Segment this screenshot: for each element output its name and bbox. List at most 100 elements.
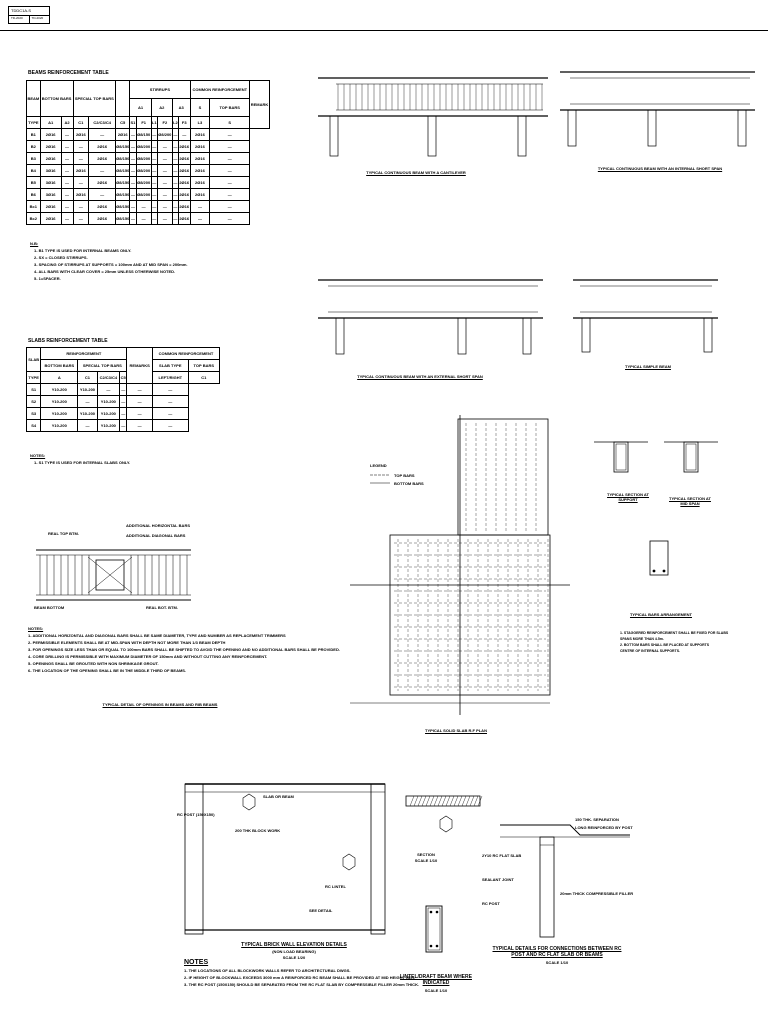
table-cell: B3 — [26, 152, 41, 165]
table-cell: — — [129, 212, 137, 225]
table-cell: 2Ø16 — [177, 176, 191, 189]
sub-header: LEFT/RIGHT — [151, 371, 189, 384]
table-cell: — — [135, 200, 152, 213]
openings-note-item: 5- OPENINGS SHALL BE GROUTED WITH NON SH… — [28, 661, 159, 666]
table-cell: — — [60, 140, 74, 153]
table-cell: B5 — [26, 176, 41, 189]
brick-wall-caption: TYPICAL BRICK WALL ELEVATION DETAILS — [241, 942, 347, 948]
drawing-line — [433, 795, 439, 807]
internal-short-beam-drawing — [560, 71, 755, 147]
table-cell: — — [209, 128, 251, 141]
slabs-notes: NOTES: 1- S1 TYPE IS USED FOR INTERNAL S… — [30, 452, 130, 466]
table-cell: Ø8/150 — [115, 152, 131, 165]
remarks-header: REMARKS — [126, 347, 153, 384]
reinforcement-header: REINFORCEMENT — [40, 347, 128, 360]
sub-header: C1 — [77, 371, 98, 384]
table-cell: Ø8/150 — [115, 164, 131, 177]
table-cell: — — [171, 212, 179, 225]
brick-label-slab: SLAB OR BEAM — [263, 794, 295, 799]
table-cell: — — [156, 200, 173, 213]
type-header: TYPE — [26, 116, 41, 129]
openings-note-item: 6- THE LOCATION OF THE OPENING SHALL BE … — [28, 668, 187, 673]
table-cell: — — [209, 200, 251, 213]
table-cell: — — [177, 128, 191, 141]
table-cell: — — [209, 140, 251, 153]
bars-note-item: CENTRE OF INTERNAL SUPPORTS. — [620, 649, 681, 653]
connection-label: 20mm THICK COMPRESSIBLE FILLER — [560, 891, 633, 896]
table-cell: 3Ø16 — [39, 176, 62, 189]
slab-special-header: SPECIAL TOP BARS — [77, 359, 128, 372]
common-reinforcement-header: COMMON REINFORCEMENT — [189, 80, 251, 99]
drawing-line — [449, 795, 455, 807]
bars-note-item: 2. BOTTOM BARS SHALL BE PLACED AT SUPPOR… — [620, 643, 710, 647]
simple-beam-drawing — [573, 279, 718, 353]
brick-notes-title: NOTES — [184, 959, 209, 966]
table-cell: Y10-200 — [96, 395, 121, 408]
openings-label: ADDITIONAL DIAGONAL BARS — [126, 533, 186, 538]
table-cell: Y10-200 — [40, 395, 79, 408]
brick-label-see-detail: SEE DETAIL — [309, 908, 333, 913]
table-cell: 2Ø16 — [39, 128, 62, 141]
sub-header: C5 — [118, 371, 128, 384]
brick-notes: NOTES 1- THE LOCATIONS OF ALL BLOCKWORK … — [184, 958, 484, 988]
table-cell: — — [189, 212, 211, 225]
section-caption: SECTION — [417, 852, 435, 857]
external-short-caption: TYPICAL CONTINUOUS BEAM WITH AN EXTERNAL… — [357, 374, 483, 379]
table-cell: — — [72, 140, 90, 153]
table-cell: Ø8/150 — [115, 140, 131, 153]
cantilever-beam-drawing — [318, 77, 548, 157]
table-cell: — — [118, 383, 128, 396]
title-block: TDDC1A-S TD-2020 TD-2020 — [8, 6, 50, 24]
brick-note-item: 1- THE LOCATIONS OF ALL BLOCKWORK WALLS … — [184, 968, 351, 973]
beams-note-item: 1- B1 TYPE IS USED FOR INTERNAL BEAMS ON… — [34, 248, 132, 253]
table-cell: — — [156, 176, 173, 189]
table-cell: 2Ø16 — [189, 152, 211, 165]
table-cell: 2Ø16 — [189, 140, 211, 153]
bars-note-item: 1. STAGGERED REINFORCEMENT SHALL BE FIXE… — [620, 631, 729, 635]
section-support-caption: TYPICAL SECTION AT SUPPORT — [607, 492, 649, 502]
sub-header: A — [40, 371, 79, 384]
cantilever-caption: TYPICAL CONTINUOUS BEAM WITH A CANTILEVE… — [366, 170, 466, 175]
drawing-line — [465, 795, 471, 807]
table-cell: — — [60, 128, 74, 141]
sub-header: F3 — [177, 116, 191, 129]
table-cell: — — [135, 212, 152, 225]
table-cell: 2Ø16 — [88, 212, 117, 225]
table-cell: 2Ø16 — [177, 164, 191, 177]
beams-notes: N.B: 1- B1 TYPE IS USED FOR INTERNAL BEA… — [30, 240, 270, 282]
table-cell: Y10-200 — [40, 383, 79, 396]
connection-label: SEALANT JOINT — [482, 877, 514, 882]
beams-note-item: 4- ALL BARS WITH CLEAR COVER = 25mm UNLE… — [34, 269, 176, 274]
table-cell: — — [60, 200, 74, 213]
table-cell: Y10-200 — [77, 407, 98, 420]
table-cell: Ø8/200 — [135, 164, 152, 177]
table-cell: — — [118, 395, 128, 408]
openings-note-item: 2- PERMISSIBLE ELEMENTS SHALL BE AT MID-… — [28, 640, 226, 645]
title-block-cell: TD-2020 — [9, 16, 30, 23]
sub-header: A2 — [60, 116, 74, 129]
connection-scale: SCALE 1/10 — [545, 960, 569, 965]
beams-table-title: BEAMS REINFORCEMENT TABLE — [28, 70, 109, 76]
table-cell: 2Ø16 — [72, 128, 90, 141]
table-cell: Y10-200 — [40, 407, 79, 420]
beams-table: BEAM BOTTOM BARS SPECIAL TOP BARS STIRRU… — [26, 80, 270, 225]
table-cell: — — [156, 140, 173, 153]
title-block-title: TDDC1A-S — [9, 7, 49, 16]
drawing-line — [409, 795, 415, 807]
bars-arrangement-caption: TYPICAL BARS ARRANGEMENT — [629, 612, 692, 617]
table-cell: — — [72, 152, 90, 165]
slabs-table: SLAB REINFORCEMENT REMARKS COMMON REINFO… — [25, 347, 221, 432]
special-top-bars-header: SPECIAL TOP BARS — [72, 80, 117, 117]
openings-note-item: 3- FOR OPENINGS SIZE LESS THAN OR EQUAL … — [28, 647, 340, 652]
solid-slab-plan-drawing: LEGEND TOP BARS BOTTOM BARS — [350, 415, 570, 715]
openings-note-item: 4- CORE DRILLING IS PERMISSIBLE WITH MAX… — [28, 654, 268, 659]
table-cell: Ø8/200 — [156, 128, 173, 141]
drawing-line — [453, 795, 459, 807]
table-cell: — — [209, 212, 251, 225]
table-cell: Bc2 — [26, 212, 41, 225]
